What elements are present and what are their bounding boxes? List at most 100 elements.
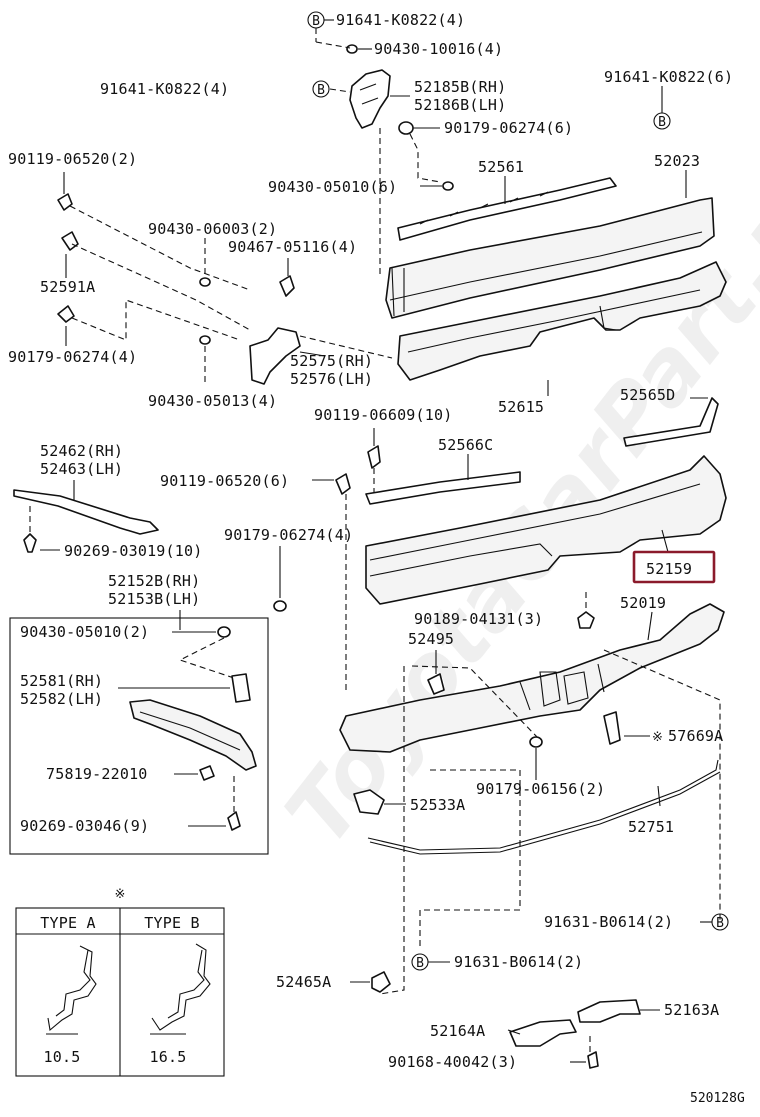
catalog-code: 520128G <box>690 1091 745 1106</box>
label-57669a: 57669A <box>668 727 723 745</box>
label-90119-06609: 90119-06609(10) <box>314 406 452 424</box>
garnish-52152b <box>129 699 257 771</box>
clip-90467-05116 <box>279 275 295 297</box>
clip-90269-03046 <box>227 811 241 831</box>
label-52159[interactable]: 52159 <box>646 560 692 578</box>
retainer-52533a <box>353 789 385 815</box>
bolt-b-symbol: B <box>307 11 325 29</box>
washer-90430-05010-2 <box>217 626 231 638</box>
label-52465a: 52465A <box>276 973 331 991</box>
type-b-label: TYPE B <box>144 914 199 932</box>
label-52566c: 52566C <box>438 436 493 454</box>
bumper-cover-52159 <box>365 455 727 605</box>
inset-box <box>9 617 269 855</box>
bolt-90119-06520 <box>57 193 73 211</box>
bolt-b-symbol: B <box>411 953 429 971</box>
label-90119-06520-6: 90119-06520(6) <box>160 472 289 490</box>
label-75819-22010: 75819-22010 <box>46 765 148 783</box>
label-52575: 52575(RH) <box>290 352 373 370</box>
svg-text:B: B <box>312 14 320 29</box>
label-90430-05010-6: 90430-05010(6) <box>268 178 397 196</box>
label-90467-05116: 90467-05116(4) <box>228 238 357 256</box>
clip-52591a <box>57 231 79 323</box>
nut-90168-40042 <box>587 1051 599 1069</box>
label-90269-03019: 90269-03019(10) <box>64 542 202 560</box>
bracket-52163a <box>577 999 641 1023</box>
washer-90430-05013 <box>199 335 211 345</box>
label-52164a: 52164A <box>430 1022 485 1040</box>
dim-type-a: 10.5 <box>44 1048 81 1066</box>
dim-type-b: 16.5 <box>150 1048 187 1066</box>
washer-90430-10016 <box>346 44 358 54</box>
clip-type-b-icon <box>151 943 211 1031</box>
label-52153b: 52153B(LH) <box>108 590 200 608</box>
bolt-90119-06609 <box>367 445 381 469</box>
label-90179-06156: 90179-06156(2) <box>476 780 605 798</box>
label-90119-06520-2: 90119-06520(2) <box>8 150 137 168</box>
label-52019: 52019 <box>620 594 666 612</box>
side-bracket-52575 <box>249 327 301 385</box>
label-91631-b0614-a: 91631-B0614(2) <box>544 913 673 931</box>
label-52581: 52581(RH) <box>20 672 103 690</box>
label-52565d: 52565D <box>620 386 675 404</box>
label-52751: 52751 <box>628 818 674 836</box>
label-52591a: 52591A <box>40 278 95 296</box>
label-52462: 52462(RH) <box>40 442 123 460</box>
label-91631-b0614-b: 91631-B0614(2) <box>454 953 583 971</box>
label-90179-06274-6: 90179-06274(6) <box>444 119 573 137</box>
clip-52465a <box>371 971 391 993</box>
label-52023: 52023 <box>654 152 700 170</box>
svg-text:B: B <box>317 83 325 98</box>
label-90430-10016: 90430-10016(4) <box>374 40 503 58</box>
label-90430-06003: 90430-06003(2) <box>148 220 277 238</box>
retainer-52561 <box>397 177 617 241</box>
svg-text:B: B <box>716 916 724 931</box>
label-91641-k0822-a: 91641-K0822(4) <box>336 11 465 29</box>
bolt-b-symbol: B <box>653 112 671 130</box>
label-52186b: 52186B(LH) <box>414 96 506 114</box>
washer-90430-05010 <box>442 181 454 191</box>
bolt-b-symbol: B <box>711 913 729 931</box>
reinforcement-52023 <box>385 197 715 319</box>
label-91641-k0822-b: 91641-K0822(4) <box>100 80 229 98</box>
bracket-52185b <box>349 69 391 129</box>
label-90179-06274-4b: 90179-06274(4) <box>224 526 353 544</box>
label-90168-40042: 90168-40042(3) <box>388 1053 517 1071</box>
clip-90269-03019 <box>23 533 37 553</box>
label-52495: 52495 <box>408 630 454 648</box>
label-52463: 52463(LH) <box>40 460 123 478</box>
washer-90430-06003 <box>199 277 211 287</box>
clip-note-symbol-57669a: ※ <box>652 730 663 745</box>
highlight-box-52159[interactable] <box>632 550 716 584</box>
bolt-52495 <box>427 673 445 695</box>
label-91641-k0822-c: 91641-K0822(6) <box>604 68 733 86</box>
label-52152b: 52152B(RH) <box>108 572 200 590</box>
label-90430-05010-2: 90430-05010(2) <box>20 623 149 641</box>
label-90430-05013: 90430-05013(4) <box>148 392 277 410</box>
part-labels: 91641-K0822(4) 90430-10016(4) 91641-K082… <box>8 11 745 1106</box>
bolt-b-symbol: B <box>312 80 330 98</box>
clip-75819-22010 <box>199 765 215 781</box>
bracket-52581 <box>231 673 251 703</box>
strip-52751 <box>367 759 719 851</box>
bracket-52164a <box>509 1019 577 1047</box>
label-52163a: 52163A <box>664 1001 719 1019</box>
svg-text:B: B <box>658 115 666 130</box>
bumper-lower-52019 <box>339 603 725 753</box>
label-52533a: 52533A <box>410 796 465 814</box>
clip-note-symbol: ※ <box>115 887 126 902</box>
bolt-90119-06520-6 <box>335 473 351 495</box>
nut-90179-06274 <box>398 121 414 135</box>
molding-52462 <box>13 489 159 535</box>
nut-90179-06274-4 <box>273 600 287 612</box>
label-90179-06274-4: 90179-06274(4) <box>8 348 137 366</box>
svg-text:B: B <box>416 956 424 971</box>
label-52561: 52561 <box>478 158 524 176</box>
label-90189-04131: 90189-04131(3) <box>414 610 543 628</box>
bracket-57669a <box>603 711 621 745</box>
molding-52565d <box>623 397 719 447</box>
label-52576: 52576(LH) <box>290 370 373 388</box>
clip-type-a-icon <box>47 945 97 1032</box>
